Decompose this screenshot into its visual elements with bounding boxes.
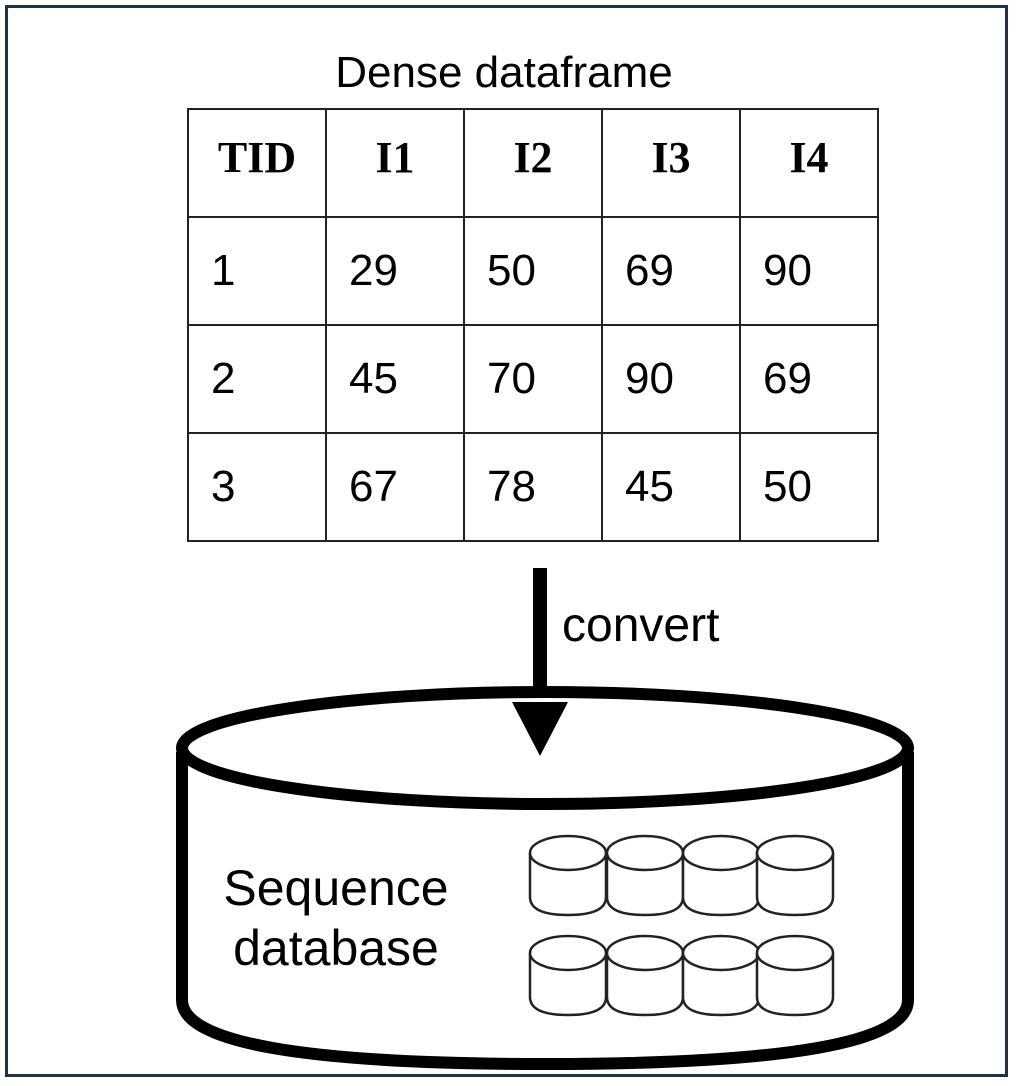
database-label-line1: Sequence: [223, 860, 449, 916]
arrow-head-icon: [512, 702, 568, 756]
record-cylinders: [528, 834, 835, 1017]
table-cell: 2: [187, 324, 327, 434]
record-cylinder-icon: [605, 834, 685, 917]
record-cylinder-icon: [755, 834, 835, 917]
header-cell: I2: [463, 108, 603, 218]
table-cell: 45: [325, 324, 465, 434]
record-cylinder-icon: [755, 934, 835, 1017]
table-cell: 90: [601, 324, 741, 434]
table-cell: 69: [601, 216, 741, 326]
table-cell: 78: [463, 432, 603, 542]
record-cylinder-icon: [528, 934, 608, 1017]
table-cell: 70: [463, 324, 603, 434]
convert-label: convert: [562, 599, 720, 652]
header-cell: I4: [739, 108, 879, 218]
dense-dataframe-table: TID I1 I2 I3 I4 1 29 50 69 90 2 45 70 90…: [187, 108, 879, 542]
database-cylinder-icon: [176, 686, 914, 1071]
table-cell: 67: [325, 432, 465, 542]
table-title: Dense dataframe: [335, 48, 673, 97]
table-header-row: TID I1 I2 I3 I4: [187, 108, 879, 218]
table-cell: 90: [739, 216, 879, 326]
header-cell: I3: [601, 108, 741, 218]
table-cell: 3: [187, 432, 327, 542]
database-label: Sequence database: [206, 858, 466, 978]
record-cylinder-icon: [681, 934, 761, 1017]
table-row: 3 67 78 45 50: [187, 432, 879, 542]
record-cylinder-icon: [605, 934, 685, 1017]
table-cell: 29: [325, 216, 465, 326]
table-cell: 45: [601, 432, 741, 542]
table-cell: 50: [739, 432, 879, 542]
table-row: 2 45 70 90 69: [187, 324, 879, 434]
header-cell: TID: [187, 108, 327, 218]
table-cell: 69: [739, 324, 879, 434]
record-cylinder-icon: [681, 834, 761, 917]
header-cell: I1: [325, 108, 465, 218]
database-label-line2: database: [233, 920, 439, 976]
table-cell: 1: [187, 216, 327, 326]
diagram-frame: [5, 5, 1008, 1077]
record-cylinder-icon: [528, 834, 608, 917]
table-cell: 50: [463, 216, 603, 326]
table-row: 1 29 50 69 90: [187, 216, 879, 326]
